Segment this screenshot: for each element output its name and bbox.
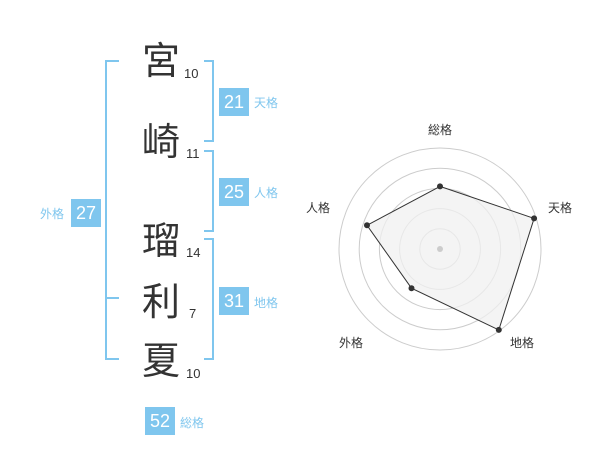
jinkaku-bracket — [204, 150, 214, 232]
stroke-count-2: 11 — [186, 146, 200, 161]
jinkaku-value-badge: 25 — [219, 178, 249, 206]
radar-polygon — [366, 185, 535, 331]
soukaku-label: 総格 — [180, 416, 205, 430]
radar-points — [364, 183, 538, 333]
soukaku-value-badge: 52 — [145, 407, 175, 435]
radar-point-5 — [364, 222, 370, 229]
gaikaku-bracket — [105, 60, 119, 360]
name-char-2: 崎 — [142, 120, 181, 164]
gaikaku-value-badge: 27 — [71, 199, 101, 227]
stroke-count-1: 10 — [184, 66, 199, 81]
stroke-count-5: 10 — [186, 366, 201, 381]
name-char-5: 夏 — [142, 339, 181, 383]
name-char-1: 宮 — [142, 39, 181, 83]
radar-point-1 — [437, 183, 443, 190]
radar-label-jinkaku: 人格 — [306, 200, 330, 215]
chikaku-bracket — [204, 238, 214, 360]
radar-center-dot — [437, 246, 443, 252]
tenkaku-value-badge: 21 — [219, 88, 249, 116]
radar-label-soukaku: 総格 — [428, 122, 452, 137]
tenkaku-bracket — [204, 60, 214, 142]
radar-point-4 — [408, 285, 415, 292]
tenkaku-label: 天格 — [254, 96, 279, 110]
chikaku-value-badge: 31 — [219, 287, 249, 315]
name-char-4: 利 — [142, 280, 181, 324]
stroke-count-4: 7 — [189, 306, 197, 321]
gaikaku-label: 外格 — [40, 207, 65, 221]
stroke-count-3: 14 — [186, 245, 201, 260]
radar-point-3 — [495, 326, 502, 333]
radar-ring-5 — [338, 147, 542, 351]
radar-point-2 — [531, 215, 538, 222]
radar-label-tenkaku: 天格 — [548, 200, 572, 215]
gaikaku-bracket-tick — [105, 297, 119, 299]
chikaku-label: 地格 — [254, 296, 279, 310]
radar-label-gaikaku: 外格 — [339, 335, 363, 350]
name-char-3: 瑠 — [142, 219, 181, 263]
radar-label-chikaku: 地格 — [510, 335, 534, 350]
jinkaku-label: 人格 — [254, 186, 279, 200]
